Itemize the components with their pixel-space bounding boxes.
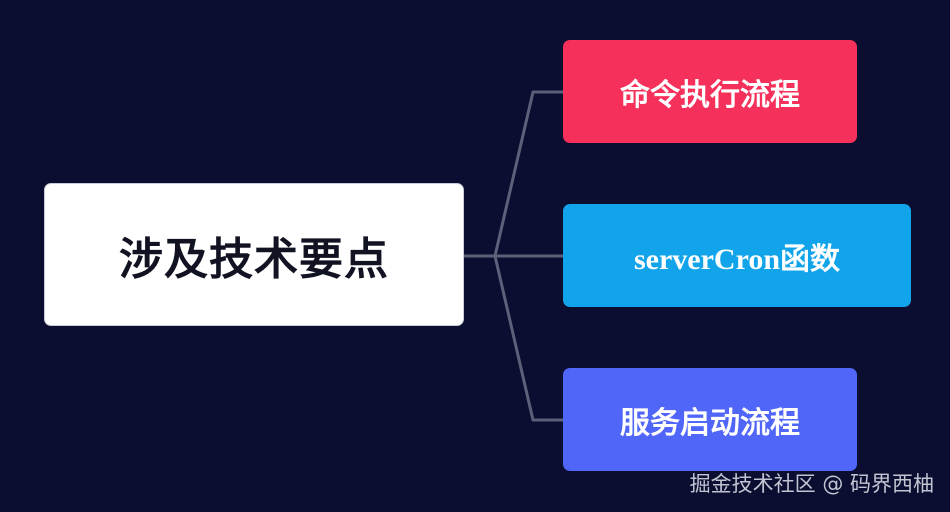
branch-node-servercron[interactable]: serverCron函数 (563, 204, 911, 307)
branch-node-label: 服务启动流程 (620, 405, 800, 441)
branch-node-label: 命令执行流程 (620, 77, 800, 113)
branch-node-label: serverCron函数 (633, 242, 841, 276)
connector-branch-1 (493, 90, 563, 257)
connector-branch-3 (493, 255, 563, 422)
branch-node-command-execution[interactable]: 命令执行流程 (563, 40, 857, 143)
root-node-label: 涉及技术要点 (119, 233, 389, 285)
branch-node-server-startup[interactable]: 服务启动流程 (563, 368, 857, 471)
root-node[interactable]: 涉及技术要点 (44, 183, 464, 326)
watermark: 掘金技术社区 @ 码界西柚 (689, 472, 934, 496)
